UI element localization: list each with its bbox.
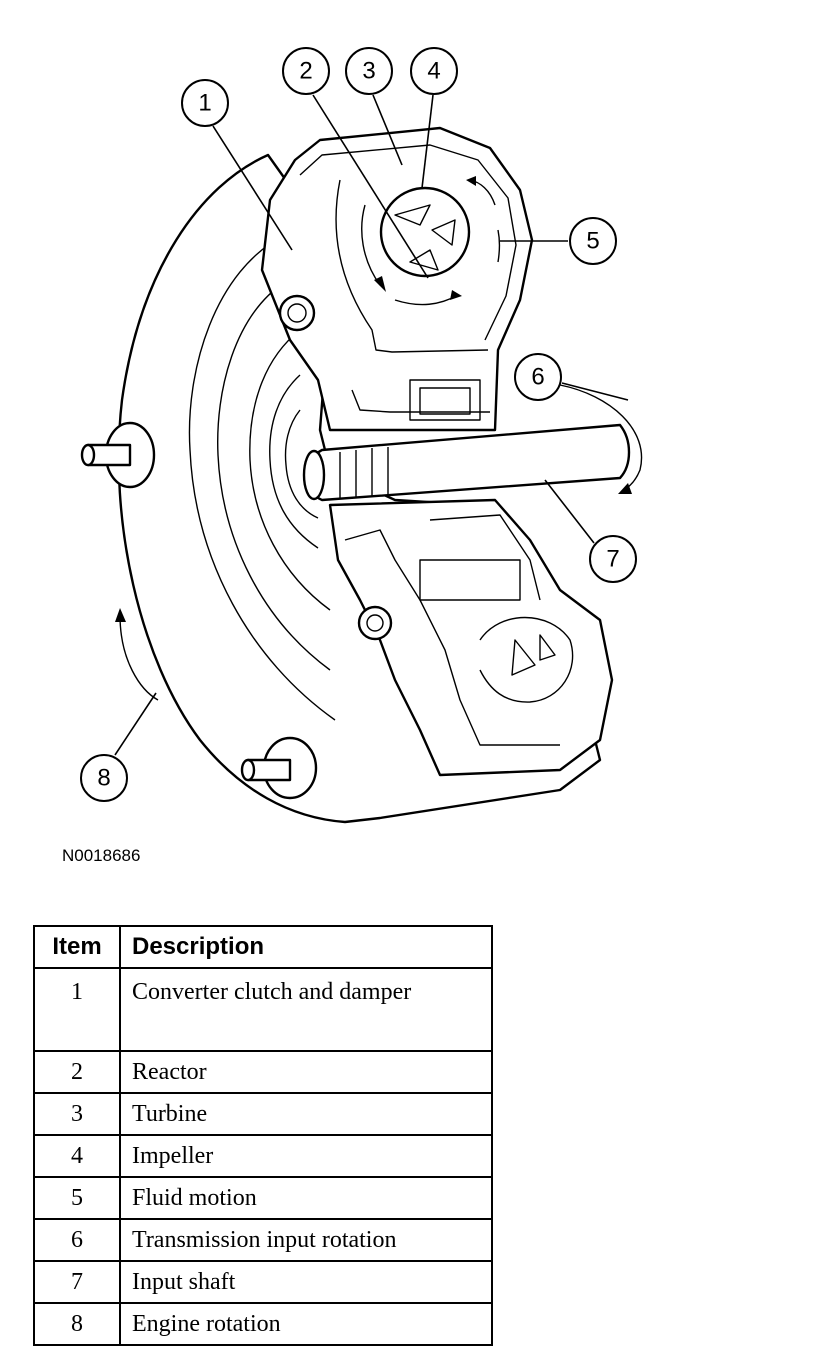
- figure-reference-number: N0018686: [62, 846, 141, 865]
- table-row: 8 Engine rotation: [33, 1302, 493, 1346]
- damper-spring: [278, 294, 316, 332]
- item-number: 2: [33, 1050, 121, 1094]
- item-description: Input shaft: [119, 1260, 493, 1304]
- svg-text:7: 7: [606, 546, 619, 573]
- callout-5: 5: [569, 217, 617, 265]
- item-description: Reactor: [119, 1050, 493, 1094]
- svg-text:6: 6: [531, 364, 544, 391]
- cover-contour-rings: [188, 234, 336, 721]
- callout-4: 4: [410, 47, 458, 95]
- svg-text:1: 1: [198, 90, 211, 117]
- item-description: Transmission input rotation: [119, 1218, 493, 1262]
- item-number: 8: [33, 1302, 121, 1346]
- callout-1: 1: [181, 79, 229, 127]
- callout-6: 6: [514, 353, 562, 401]
- item-description: Fluid motion: [119, 1176, 493, 1220]
- svg-text:4: 4: [427, 58, 440, 85]
- torque-converter-diagram: 1 2 3 4 5 6 7 8: [80, 47, 643, 824]
- transmission-rotation-arrow: [559, 384, 643, 492]
- item-description: Converter clutch and damper: [119, 967, 493, 1052]
- table-row: 7 Input shaft: [33, 1260, 493, 1304]
- table-row: 5 Fluid motion: [33, 1176, 493, 1220]
- table-row: 4 Impeller: [33, 1134, 493, 1178]
- item-description: Impeller: [119, 1134, 493, 1178]
- mounting-stud-upper: [80, 421, 156, 489]
- table-header-row: Item Description: [33, 925, 493, 969]
- mounting-stud-lower: [240, 736, 318, 800]
- item-number: 1: [33, 967, 121, 1052]
- item-number: 5: [33, 1176, 121, 1220]
- svg-text:5: 5: [586, 228, 599, 255]
- table-row: 6 Transmission input rotation: [33, 1218, 493, 1262]
- callout-8: 8: [80, 754, 128, 802]
- engine-rotation-arrow: [119, 614, 159, 701]
- item-description: Turbine: [119, 1092, 493, 1136]
- callout-7: 7: [589, 535, 637, 583]
- callout-3: 3: [345, 47, 393, 95]
- item-description-table: Item Description 1 Converter clutch and …: [33, 925, 493, 1346]
- table-row: 2 Reactor: [33, 1050, 493, 1094]
- damper-spring-lower: [357, 605, 393, 641]
- item-number: 7: [33, 1260, 121, 1304]
- item-number: 6: [33, 1218, 121, 1262]
- item-description: Engine rotation: [119, 1302, 493, 1346]
- callout-2: 2: [282, 47, 330, 95]
- table-row: 1 Converter clutch and damper: [33, 967, 493, 1052]
- item-number: 3: [33, 1092, 121, 1136]
- svg-text:3: 3: [362, 58, 375, 85]
- table-row: 3 Turbine: [33, 1092, 493, 1136]
- item-column-header: Item: [33, 925, 121, 969]
- fluid-motion-torus: [379, 186, 471, 278]
- item-number: 4: [33, 1134, 121, 1178]
- converter-section-upper: [260, 126, 534, 432]
- svg-text:8: 8: [97, 765, 110, 792]
- description-column-header: Description: [119, 925, 493, 969]
- svg-text:2: 2: [299, 58, 312, 85]
